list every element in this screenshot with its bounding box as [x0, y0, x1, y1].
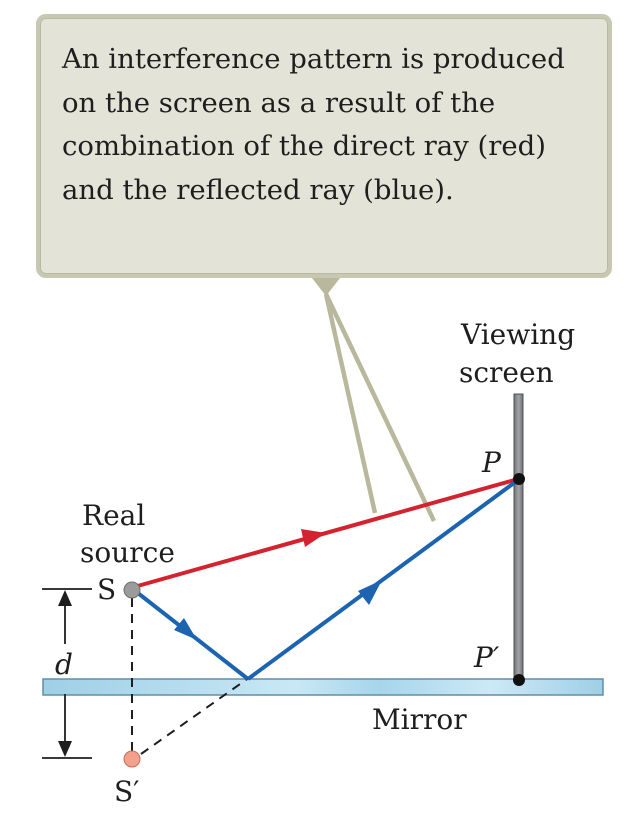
source-s-label: S — [97, 573, 116, 606]
real-source-label-line1: Real — [82, 499, 145, 532]
d-arrowhead-down — [58, 741, 72, 757]
viewing-screen-label-line2: screen — [459, 356, 554, 389]
viewing-screen-label-line1: Viewing — [460, 318, 575, 351]
callout-text: An interference pattern is produced on t… — [62, 43, 565, 206]
point-p-prime-label: P′ — [473, 641, 500, 674]
reflected-ray-outgoing-arrowhead — [358, 580, 382, 605]
virtual-ray-dashed-line — [140, 676, 251, 755]
d-arrowhead-up — [58, 590, 72, 606]
point-p-dot — [513, 473, 525, 485]
point-p-prime-dot — [513, 674, 525, 686]
image-s-prime-label: S′ — [114, 775, 140, 808]
mirror — [42, 678, 604, 696]
reflected-ray-outgoing — [246, 478, 520, 681]
real-source-label-line2: source — [80, 536, 175, 569]
mirror-label: Mirror — [372, 703, 467, 736]
reflected-ray-incident-arrowhead — [174, 618, 197, 640]
image-source-dot — [123, 750, 141, 768]
callout-box — [36, 14, 612, 278]
direct-ray-arrowhead — [301, 529, 326, 547]
distance-d-label: d — [55, 648, 73, 681]
callout-pointer-tip — [312, 278, 340, 296]
callout-pointer-right — [323, 293, 437, 522]
callout-pointer-left — [323, 293, 378, 514]
viewing-screen — [513, 393, 524, 685]
real-source-dot — [123, 581, 141, 599]
point-p-label: P — [481, 446, 502, 479]
